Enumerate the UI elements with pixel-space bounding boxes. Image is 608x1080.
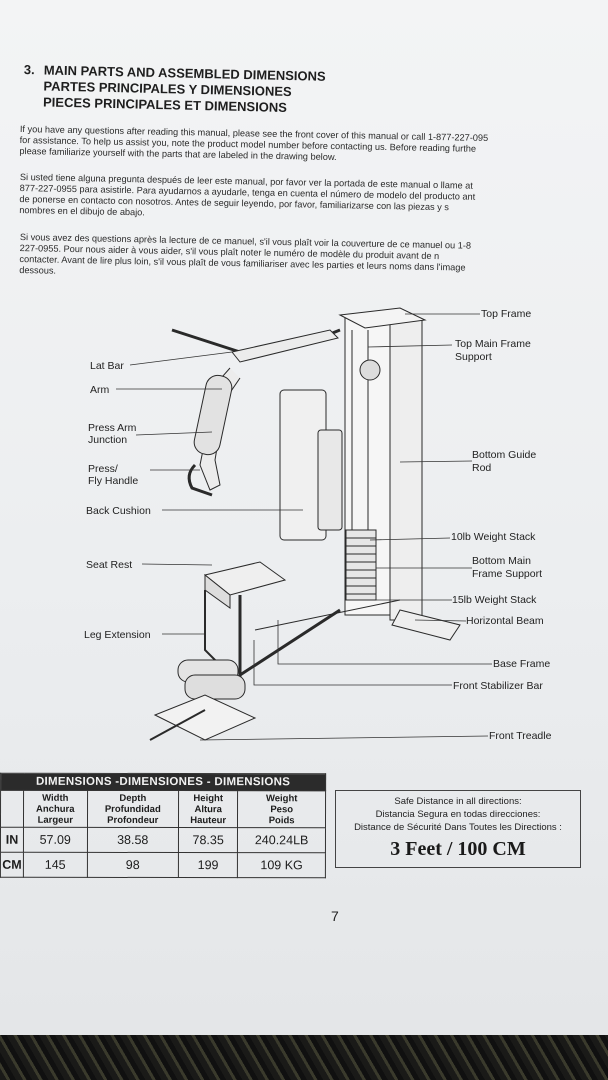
weight-stack [345, 529, 377, 601]
cell-depth: 38.58 [86, 827, 179, 853]
seat-side [204, 573, 231, 609]
cell-depth: 98 [86, 852, 179, 878]
label-lat-bar: Lat Bar [90, 360, 124, 372]
label-front-stabilizer-bar: Front Stabilizer Bar [453, 680, 543, 692]
page-number: 7 [331, 908, 339, 924]
top-frame [338, 307, 427, 329]
dimensions-title: DIMENSIONS -DIMENSIONES - DIMENSIONS [0, 773, 326, 791]
base-rail [239, 608, 341, 677]
home-gym-diagram: Top Frame Top Main Frame Support Lat Bar… [84, 307, 552, 742]
header-en: Weight [265, 792, 298, 804]
leader-10lb-stack [369, 537, 451, 541]
label-bottom-main-frame-support-1: Bottom Main [472, 555, 531, 567]
leg-roller-lower [184, 674, 246, 700]
label-base-frame: Base Frame [493, 658, 550, 670]
safe-distance-en: Safe Distance in all directions: [394, 796, 522, 807]
section-heading: 3.MAIN PARTS AND ASSEMBLED DIMENSIONS PA… [23, 62, 444, 120]
label-top-main-frame-support-2: Support [455, 351, 492, 363]
leader-press-arm-junction [135, 431, 213, 436]
header-es: Anchura [36, 803, 75, 815]
safe-distance-value: 3 Feet / 100 CM [390, 838, 526, 860]
label-seat-rest: Seat Rest [86, 559, 132, 571]
leader-horizontal-beam [414, 619, 467, 622]
header-fr: Hauteur [190, 814, 227, 826]
label-arm: Arm [90, 384, 110, 396]
leader-front-treadle [199, 735, 489, 741]
cable-line [254, 599, 401, 631]
column [317, 429, 343, 531]
leader-top-main-frame-support [367, 344, 453, 348]
label-press-arm-junction-1: Press Arm [88, 422, 137, 434]
label-leg-extension: Leg Extension [84, 629, 151, 641]
label-press-arm-junction-2: Junction [88, 434, 127, 446]
unit-header-blank [0, 790, 24, 828]
label-top-main-frame-support-1: Top Main Frame [455, 338, 531, 350]
label-bottom-main-frame-support-2: Frame Support [472, 568, 542, 580]
cell-width: 57.09 [23, 827, 88, 853]
safe-distance-box: Safe Distance in all directions: Distanc… [335, 790, 581, 868]
header-es: Altura [194, 803, 222, 815]
treadle-cable [149, 709, 206, 741]
press-handle-drawing [187, 463, 213, 497]
leader-bottom-guide-rod [399, 460, 473, 463]
label-bottom-guide-rod-2: Rod [472, 462, 491, 474]
paragraph-spanish: Si usted tiene alguna pregunta después d… [19, 172, 608, 228]
unit-cell: CM [0, 852, 24, 878]
leader-base-frame [277, 620, 492, 665]
label-15lb-weight-stack: 15lb Weight Stack [452, 594, 537, 606]
label-press-fly-handle-1: Press/ [88, 463, 118, 475]
header-en: Width [42, 792, 69, 804]
safe-distance-es: Distancia Segura en todas direcciones: [375, 809, 541, 820]
header-en: Height [193, 792, 224, 804]
label-10lb-weight-stack: 10lb Weight Stack [451, 531, 536, 543]
unit-cell: IN [0, 827, 24, 853]
cell-weight: 109 KG [237, 852, 326, 878]
cell-height: 199 [178, 852, 238, 878]
table-row-centimeters: CM 145 98 199 109 KG [0, 852, 326, 878]
header-es: Profundidad [104, 803, 161, 815]
dimensions-title-row: DIMENSIONS -DIMENSIONES - DIMENSIONS [0, 773, 326, 791]
label-press-fly-handle-2: Fly Handle [88, 475, 138, 487]
leader-lat-bar [129, 351, 233, 366]
carpet-background [0, 1035, 608, 1080]
safe-distance-fr: Distance de Sécurité Dans Toutes les Dir… [354, 822, 562, 833]
label-front-treadle: Front Treadle [489, 730, 552, 742]
label-top-frame: Top Frame [481, 308, 531, 320]
pulley [359, 359, 381, 381]
leader-lines [116, 313, 492, 741]
paragraph-french: Si vous avez des questions après la lect… [19, 232, 608, 288]
label-horizontal-beam: Horizontal Beam [466, 615, 544, 627]
paragraph-english: If you have any questions after reading … [19, 124, 608, 169]
front-treadle-drawing [153, 694, 257, 741]
base-frame-drawing [391, 609, 461, 641]
header-es: Peso [270, 803, 294, 815]
cell-height: 78.35 [178, 827, 238, 853]
manual-page: 3.MAIN PARTS AND ASSEMBLED DIMENSIONS PA… [0, 0, 608, 1035]
header-fr: Poids [268, 814, 295, 826]
press-arm-pad [193, 374, 233, 456]
header-en: Depth [119, 792, 147, 804]
leader-front-stabilizer-bar [253, 640, 452, 686]
label-bottom-guide-rod-1: Bottom Guide [472, 449, 536, 461]
table-row-inches: IN 57.09 38.58 78.35 240.24LB [0, 827, 326, 853]
label-back-cushion: Back Cushion [86, 505, 151, 517]
dimensions-table: DIMENSIONS -DIMENSIONES - DIMENSIONS Wid… [0, 773, 326, 879]
cell-weight: 240.24LB [237, 827, 326, 853]
cell-width: 145 [23, 852, 87, 878]
header-fr: Profondeur [107, 814, 159, 826]
leader-seat-rest [141, 563, 213, 566]
section-number: 3. [23, 62, 35, 78]
machine-drawing [149, 307, 461, 741]
top-arm [231, 329, 339, 363]
header-fr: Largeur [37, 814, 73, 826]
rear-upright [389, 319, 423, 621]
